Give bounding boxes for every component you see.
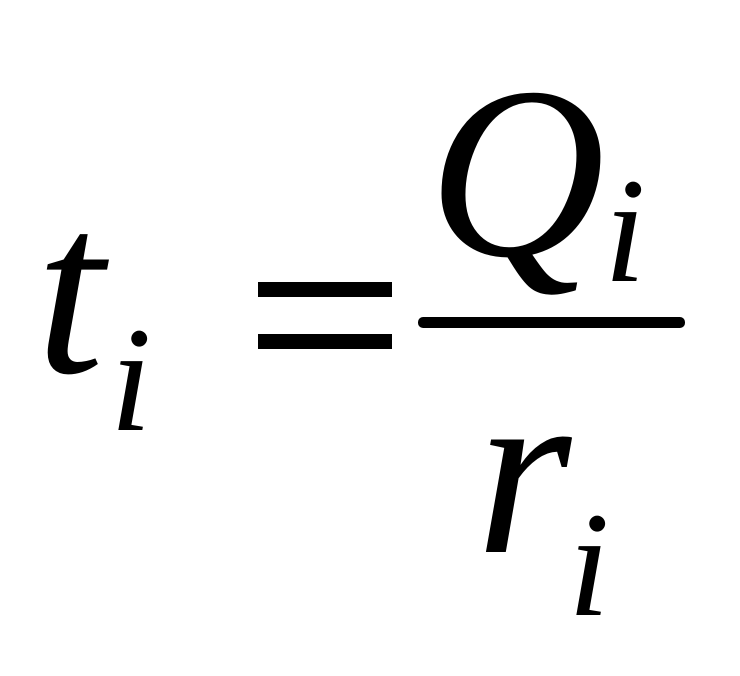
- denominator-subscript: i: [568, 482, 610, 648]
- equals-bottom-bar: [258, 334, 392, 349]
- numerator-subscript: i: [604, 148, 646, 314]
- fraction-line: [418, 317, 685, 328]
- denominator-symbol: r: [476, 334, 571, 605]
- equals-top-bar: [258, 282, 392, 297]
- lhs-symbol: t: [36, 154, 104, 425]
- lhs-subscript: i: [110, 297, 152, 463]
- numerator-symbol: Q: [428, 37, 605, 308]
